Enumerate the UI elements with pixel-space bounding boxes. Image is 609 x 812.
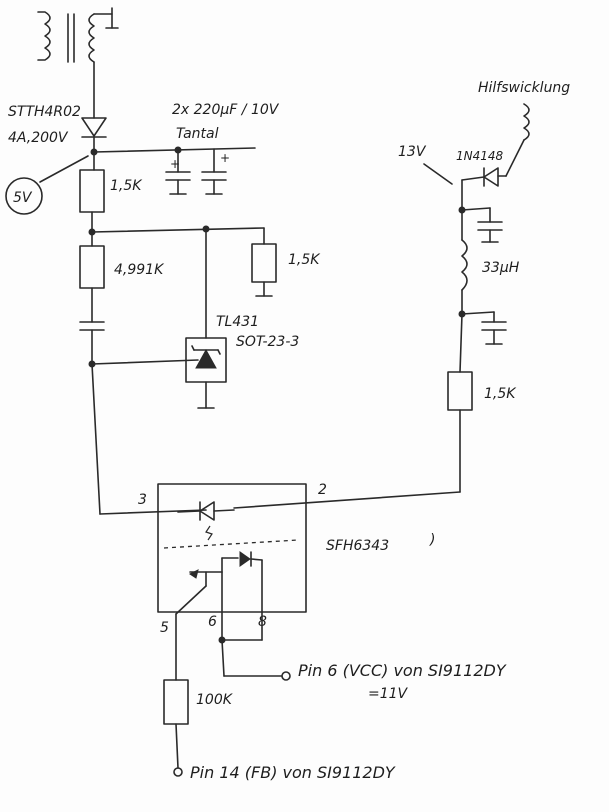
resistor-r1	[79, 169, 105, 213]
output-voltage-label: 5V	[13, 190, 33, 206]
opto-pin6-label: 6	[208, 614, 217, 630]
r4-label: 1,5K	[484, 386, 517, 402]
isolation-barrier	[163, 539, 299, 549]
opto-pin2-label: 2	[318, 482, 327, 498]
tantal-cap-1: +	[165, 149, 191, 195]
svg-text:+: +	[220, 151, 230, 165]
leader-line	[423, 163, 453, 185]
opto-pin3-label: 3	[138, 492, 147, 508]
aux-winding	[523, 103, 530, 141]
inductor-label: 33µH	[482, 260, 520, 276]
opto-label: SFH6343	[326, 538, 389, 554]
r2-label: 4,991K	[114, 262, 165, 278]
tl431-symbol	[195, 348, 217, 369]
inductor-33uh	[461, 239, 468, 291]
aux-winding-label: Hilfswicklung	[478, 80, 570, 96]
resistor-r4	[447, 371, 473, 411]
tl431-package-label: SOT-23-3	[236, 334, 299, 350]
annotation-mark: )	[429, 532, 435, 548]
diode-main-label: STTH4R02	[8, 104, 81, 120]
vcc-terminal	[281, 671, 291, 681]
resistor-r3	[251, 243, 277, 283]
light-arrow	[205, 525, 213, 541]
tantal-cap-2: +	[201, 148, 230, 195]
fb-label: Pin 14 (FB) von SI9112DY	[190, 763, 396, 782]
diode-main-rating-label: 4A,200V	[8, 130, 69, 146]
aux-diode-label: 1N4148	[456, 149, 504, 163]
resistor-r5	[163, 679, 189, 725]
transformer	[37, 7, 119, 119]
resistor-r2	[79, 245, 105, 289]
diode-stth4r02	[81, 117, 107, 153]
fb-terminal	[173, 767, 183, 777]
opto-pin5-label: 5	[160, 620, 169, 636]
vcc-label: Pin 6 (VCC) von SI9112DY	[298, 661, 507, 680]
aux-voltage-label: 13V	[398, 144, 427, 160]
opto-led	[199, 501, 215, 521]
r1-label: 1,5K	[110, 178, 143, 194]
caps-type-label: Tantal	[176, 126, 219, 142]
caps-label: 2x 220µF / 10V	[172, 102, 280, 118]
output-voltage-marker	[5, 177, 43, 215]
diode-1n4148	[483, 167, 499, 187]
r3-label: 1,5K	[288, 252, 321, 268]
opto-diode	[239, 551, 251, 567]
r5-label: 100K	[196, 692, 234, 708]
optocoupler-sfh6343	[157, 483, 307, 613]
svg-text:+: +	[170, 157, 180, 171]
vcc-value-label: =11V	[368, 686, 409, 702]
divider-rail	[91, 227, 265, 233]
leader-line	[39, 155, 89, 183]
tl431-label: TL431	[216, 314, 259, 330]
